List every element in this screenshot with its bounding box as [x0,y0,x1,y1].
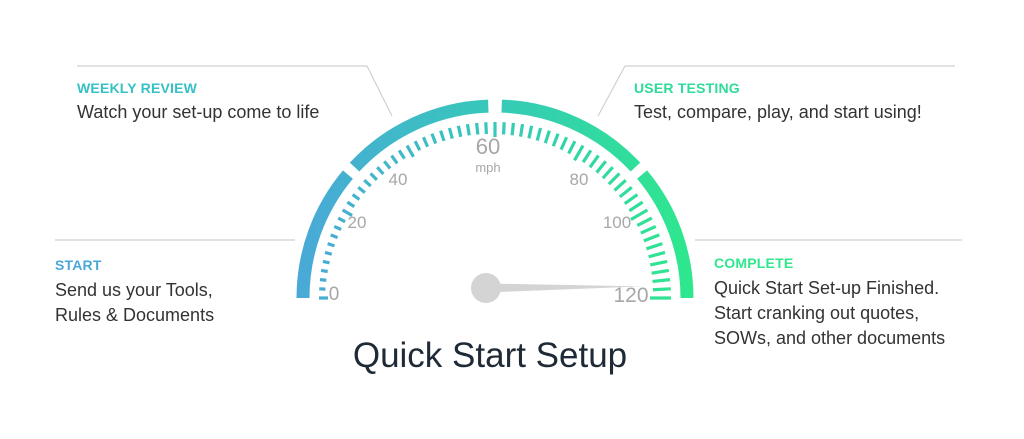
gauge-tick [337,216,346,224]
needle-pointer [485,283,643,293]
page-title: Quick Start Setup [352,336,628,375]
user-testing-arc-segment [501,99,641,172]
start-heading: START [55,257,102,273]
gauge-tick [390,154,399,165]
gauge-tick [447,127,454,140]
gauge-tick [341,208,353,217]
gauge-tick [421,136,430,148]
start-description-line-2: Rules & Documents [55,305,215,325]
gauge-tick [527,125,534,139]
gauge-tick [430,133,438,145]
gauge-tick [652,287,671,292]
connector-lines [55,65,962,241]
gauge-tick [327,242,335,248]
weekly-review-description: Watch your set-up come to life [77,102,320,122]
gauge-tick [510,122,515,136]
gauge-tick [369,172,379,182]
gauge-tick [382,160,392,170]
connector-line [597,65,626,117]
gauge-tick [581,149,593,164]
gauge-tick [351,193,361,201]
gauge-tick [645,242,663,251]
gauge-tick [397,149,406,160]
gauge-tick [613,179,627,192]
gauge-tick [623,193,639,206]
gauge-tick [330,233,339,240]
gauge-unit-label: mph [475,160,500,175]
gauge-tick-label: 80 [570,170,589,189]
user-testing-description: Test, compare, play, and start using! [634,102,922,122]
gauge-tick [652,278,671,284]
gauge-needle [471,273,643,303]
gauge-tick [567,140,577,155]
gauge-tick-label: 20 [348,213,367,232]
gauge-tick [324,250,333,256]
gauge-tick [413,140,422,151]
gauge-tick [588,154,600,169]
gauge-tick-labels: 0 20 40 60 80 100 120 [329,134,649,307]
gauge-tick [559,136,569,151]
gauge-tick [456,125,463,138]
gauge-tick [465,123,471,136]
gauge-outer-arc [296,99,694,299]
gauge-tick [346,200,356,208]
gauge-tick [363,179,372,188]
gauge-tick [357,185,366,194]
gauge-tick [643,233,660,243]
gauge-tick [543,130,551,144]
gauge-tick [648,250,666,259]
gauge-tick [501,122,506,135]
connector-line [366,65,393,117]
user-testing-heading: USER TESTING [634,80,740,96]
gauge-tick [320,268,328,274]
gauge-tick [651,268,670,275]
gauge-tick [551,133,560,147]
start-description-line-1: Send us your Tools, [55,280,213,300]
gauge-tick-label: 100 [603,213,631,232]
gauge-tick [636,216,653,227]
gauge-ticks [319,122,671,300]
complete-description-line-2: Start cranking out quotes, [714,303,920,323]
complete-description-line-1: Quick Start Set-up Finished. [714,278,940,298]
gauge-tick [484,122,489,135]
gauge-tick [640,224,657,235]
gauge-tick [518,123,525,137]
gauge-tick [439,130,446,142]
gauge-tick [607,172,621,186]
complete-description-line-3: SOWs, and other documents [714,328,946,348]
gauge-tick-label: 120 [613,284,648,307]
weekly-review-heading: WEEKLY REVIEW [77,80,198,96]
gauge-tick [475,122,480,135]
gauge-tick [333,224,342,231]
gauge-tick [405,144,415,158]
weekly-review-arc-segment [349,99,489,172]
start-arc-segment [296,170,353,299]
gauge-tick-label: 60 [476,134,500,159]
gauge-tick [322,259,330,265]
gauge-tick [630,208,649,221]
needle-hub [471,273,501,303]
gauge-tick [601,166,614,180]
gauge-tick [319,278,327,282]
complete-heading: COMPLETE [714,255,794,271]
gauge-tick-label: 0 [329,284,340,305]
gauge-tick [595,160,608,174]
gauge-tick [535,127,543,141]
gauge-tick-label: 40 [389,170,408,189]
gauge-tick [376,166,385,176]
gauge-tick [649,259,668,267]
gauge-tick [573,144,585,162]
complete-arc-segment [637,170,694,299]
gauge-tick [628,200,644,213]
gauge-tick [618,185,633,199]
